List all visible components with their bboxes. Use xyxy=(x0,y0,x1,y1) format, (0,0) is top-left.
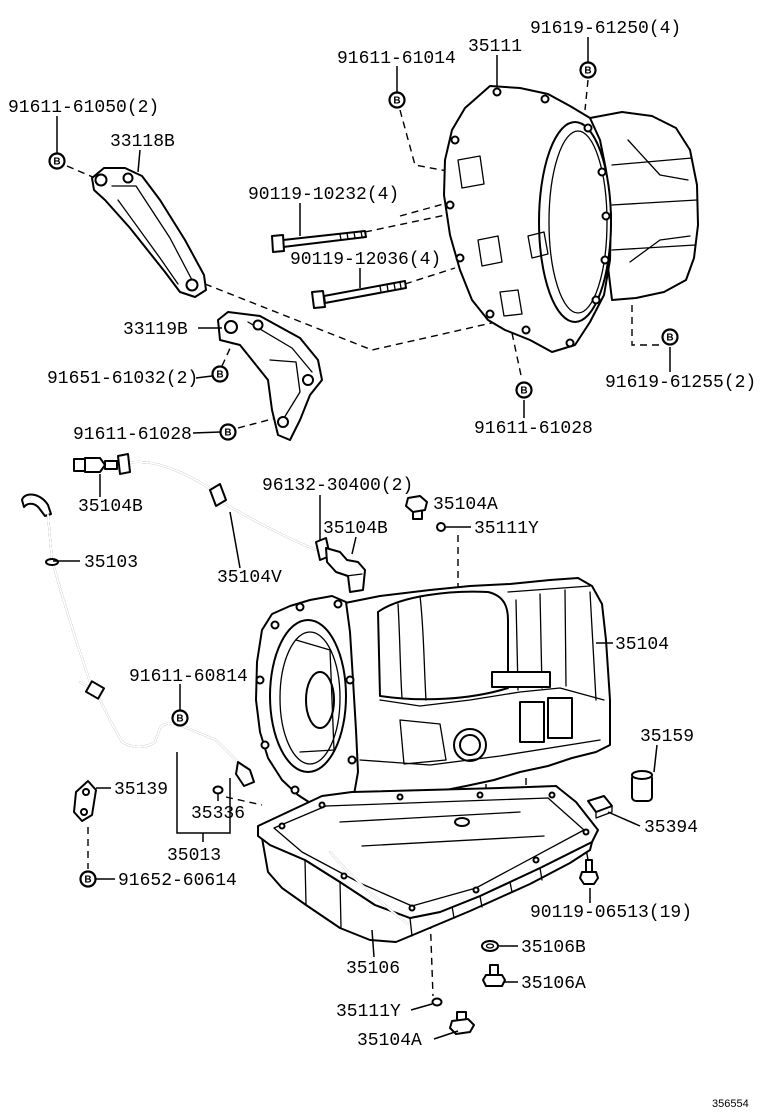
label-91651-61032: 91651-61032(2) xyxy=(47,369,198,389)
figure-number: 356554 xyxy=(712,1098,749,1110)
bolt-marker: B xyxy=(211,365,229,383)
hose-clip xyxy=(209,483,227,507)
o-ring-35336 xyxy=(212,785,224,795)
label-35139: 35139 xyxy=(114,780,168,800)
hose-clip xyxy=(117,453,131,475)
label-35104: 35104 xyxy=(615,635,669,655)
label-35104B-left: 35104B xyxy=(78,497,143,517)
bolt-marker-letter: B xyxy=(666,333,673,344)
bell-housing-opening xyxy=(538,121,612,323)
label-35111: 35111 xyxy=(468,37,522,57)
bolt-marker-letter: B xyxy=(176,714,183,725)
label-91611-61028-right: 91611-61028 xyxy=(474,419,593,439)
bolt-marker-letter: B xyxy=(224,428,231,439)
bolt-marker-letter: B xyxy=(584,66,591,77)
bolt-marker-letter: B xyxy=(84,875,91,886)
o-ring-35111Y-lower xyxy=(431,997,443,1007)
label-35013: 35013 xyxy=(167,846,221,866)
label-35111Y-lower: 35111Y xyxy=(336,1002,401,1022)
bolt-marker: B xyxy=(388,91,406,109)
bolt-marker: B xyxy=(79,870,97,888)
bell-housing-35111 xyxy=(443,85,699,353)
bolt-90119-12036 xyxy=(311,280,407,309)
label-33119B: 33119B xyxy=(123,320,188,340)
union-bolt-35104A-upper xyxy=(405,495,428,520)
label-91652-60614: 91652-60614 xyxy=(118,871,237,891)
bracket-33119B xyxy=(217,311,323,441)
bracket-33118B xyxy=(91,167,207,298)
case-drum xyxy=(377,590,509,701)
label-91611-60814: 91611-60814 xyxy=(129,667,248,687)
part-35394 xyxy=(587,795,613,819)
transmission-case-35104 xyxy=(255,577,611,817)
label-35104V: 35104V xyxy=(217,568,282,588)
label-90119-10232: 90119-10232(4) xyxy=(248,185,399,205)
bolt-marker: B xyxy=(661,328,679,346)
label-35104B-right: 35104B xyxy=(323,519,388,539)
label-91611-61050: 91611-61050(2) xyxy=(8,98,159,118)
pan-bolt-90119-06513 xyxy=(579,859,599,885)
label-35159: 35159 xyxy=(640,727,694,747)
bolt-90119-10232 xyxy=(271,230,367,253)
bolt-marker-letter: B xyxy=(216,370,223,381)
tube-bracket xyxy=(84,680,106,700)
bolt-marker: B xyxy=(219,423,237,441)
label-35106B: 35106B xyxy=(521,938,586,958)
bolt-marker: B xyxy=(515,381,533,399)
label-35394: 35394 xyxy=(644,818,698,838)
bolt-marker-letter: B xyxy=(393,96,400,107)
label-35111Y-upper: 35111Y xyxy=(474,519,539,539)
label-35104A-upper: 35104A xyxy=(433,495,498,515)
union-bolt-35104A-lower xyxy=(449,1011,475,1035)
filler-tube-35013 xyxy=(79,680,255,787)
fitting-35104B-right xyxy=(325,547,366,593)
o-ring-35111Y-upper xyxy=(436,522,446,532)
label-91611-61014: 91611-61014 xyxy=(337,49,456,69)
dipstick-35103 xyxy=(21,493,91,683)
label-96132-30400: 96132-30400(2) xyxy=(262,476,413,496)
label-35106A: 35106A xyxy=(521,974,586,994)
hose-35104V xyxy=(117,453,331,561)
label-33118B: 33118B xyxy=(110,132,175,152)
bolt-marker: B xyxy=(48,152,66,170)
plug-35159 xyxy=(631,770,653,802)
part-labels: 91619-61250(4) 35111 91611-61014 91611-6… xyxy=(8,19,756,1051)
bell-housing-body xyxy=(589,111,699,301)
oil-pan-35106 xyxy=(257,785,599,943)
label-35104A-lower: 35104A xyxy=(357,1031,422,1051)
label-91619-61250: 91619-61250(4) xyxy=(530,19,681,39)
bolt-marker-letter: B xyxy=(53,157,60,168)
leader-lines xyxy=(53,37,671,1040)
label-90119-06513: 90119-06513(19) xyxy=(530,903,692,923)
drain-plug-35106A xyxy=(482,964,506,987)
clamp-35139 xyxy=(73,780,97,822)
label-91619-61255: 91619-61255(2) xyxy=(605,373,756,393)
bolt-marker: B xyxy=(579,61,597,79)
label-35103: 35103 xyxy=(84,553,138,573)
bolt-marker-letter: B xyxy=(520,386,527,397)
oil-pan-rim xyxy=(257,785,599,919)
label-35336: 35336 xyxy=(191,804,245,824)
fitting-35104B-left xyxy=(73,457,118,473)
label-91611-61028-left: 91611-61028 xyxy=(73,425,192,445)
label-90119-12036: 90119-12036(4) xyxy=(290,250,441,270)
gasket-35106B xyxy=(481,940,499,952)
bolt-marker: B xyxy=(171,709,189,727)
label-35106: 35106 xyxy=(346,959,400,979)
